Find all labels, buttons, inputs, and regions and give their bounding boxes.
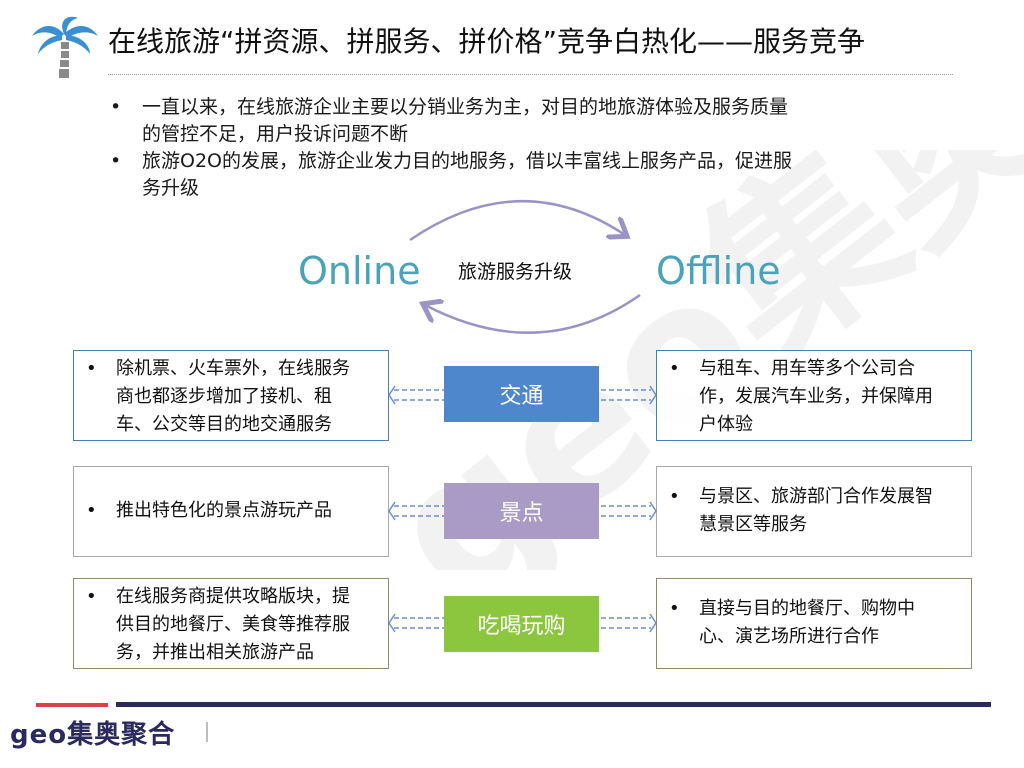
footer-separator: [206, 722, 208, 742]
intro-bullet: • 一直以来，在线旅游企业主要以分销业务为主，对目的地旅游体验及服务质量 的管控…: [110, 96, 789, 145]
online-label: Online: [298, 249, 421, 293]
cycle-diagram: Online 旅游服务升级 Offline: [290, 195, 810, 335]
offline-box-transport: • 与租车、用车等多个公司合 作，发展汽车业务，并保障用 户体验: [656, 350, 972, 441]
cycle-center-label: 旅游服务升级: [458, 261, 573, 283]
title-divider: [108, 74, 953, 75]
footer-logo: geo集奥聚合: [10, 714, 175, 751]
category-attractions: 景点: [444, 483, 599, 539]
bullet-marker: •: [86, 500, 97, 521]
bullet-marker: •: [669, 598, 680, 619]
footer-rule: [116, 702, 991, 707]
bullet-marker: •: [669, 358, 680, 379]
footer-accent-red: [36, 703, 108, 707]
bullet-marker: •: [86, 586, 97, 607]
online-box-transport: • 除机票、火车票外，在线服务 商也都逐步增加了接机、租 车、公交等目的地交通服…: [73, 350, 389, 441]
right-dashed-arrow-icon: [601, 385, 657, 405]
right-dashed-arrow-icon: [601, 501, 657, 521]
bullet-marker: •: [110, 150, 122, 172]
bullet-marker: •: [86, 358, 97, 379]
left-dashed-arrow-icon: [388, 385, 444, 405]
intro-bullet: • 旅游O2O的发展，旅游企业发力目的地服务，借以丰富线上服务产品，促进服 务升…: [110, 150, 793, 199]
bullet-marker: •: [110, 96, 122, 118]
left-dashed-arrow-icon: [388, 501, 444, 521]
logo-chinese: 集奥聚合: [67, 720, 176, 750]
intro-bullets: • 一直以来，在线旅游企业主要以分销业务为主，对目的地旅游体验及服务质量 的管控…: [108, 94, 938, 202]
category-transport: 交通: [444, 366, 599, 422]
online-box-dining-shopping: • 在线服务商提供攻略版块，提 供目的地餐厅、美食等推荐服 务，并推出相关旅游产…: [73, 578, 389, 669]
cycle-arrows-icon: [409, 200, 641, 334]
page-title: 在线旅游“拼资源、拼服务、拼价格”竞争白热化——服务竞争: [108, 25, 866, 58]
palm-tree-icon: [32, 16, 98, 78]
online-box-attractions: • 推出特色化的景点游玩产品: [73, 466, 389, 557]
bullet-marker: •: [669, 486, 680, 507]
offline-box-dining-shopping: • 直接与目的地餐厅、购物中 心、演艺场所进行合作: [656, 578, 972, 669]
right-dashed-arrow-icon: [601, 613, 657, 633]
offline-box-attractions: • 与景区、旅游部门合作发展智 慧景区等服务: [656, 466, 972, 557]
offline-label: Offline: [656, 249, 781, 293]
logo-latin: geo: [10, 720, 68, 750]
category-dining-shopping: 吃喝玩购: [444, 596, 599, 652]
left-dashed-arrow-icon: [388, 613, 444, 633]
